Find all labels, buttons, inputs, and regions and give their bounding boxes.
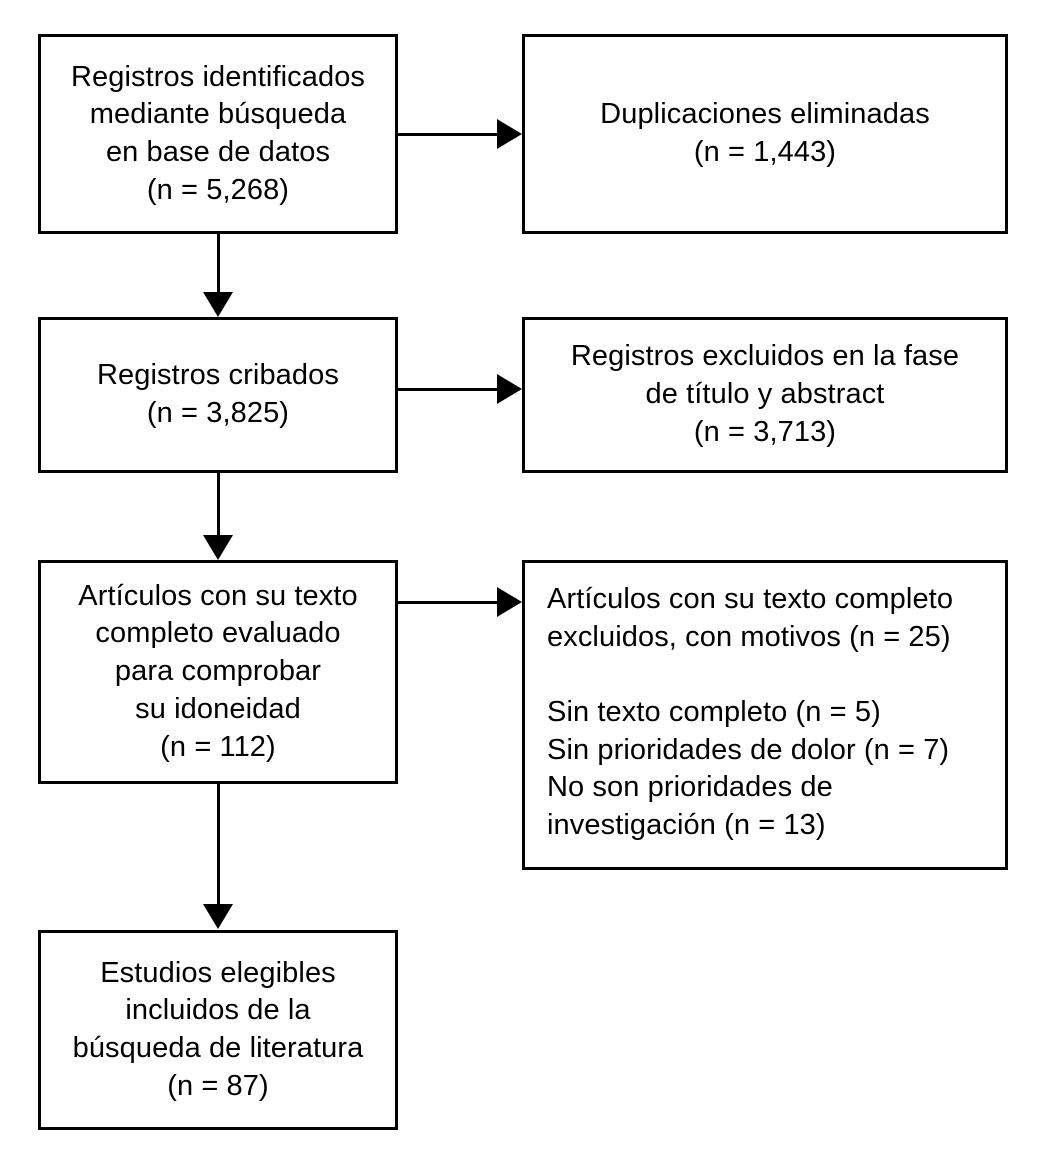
connector-line — [217, 234, 220, 294]
duplicates-removed-box: Duplicaciones eliminadas (n = 1,443) — [522, 34, 1008, 234]
records-excluded-title-abstract-text: Registros excluidos en la fase de título… — [570, 340, 960, 448]
arrowhead-down-icon — [203, 535, 233, 560]
connector-line — [398, 133, 500, 136]
fulltext-assessed-text: Artículos con su texto completo evaluado… — [78, 579, 358, 763]
records-excluded-title-abstract-box: Registros excluidos en la fase de título… — [522, 317, 1008, 473]
connector-line — [398, 601, 500, 604]
records-identified-text: Registros identificados mediante búsqued… — [70, 60, 366, 206]
arrowhead-right-icon — [497, 374, 522, 404]
records-screened-box: Registros cribados (n = 3,825) — [38, 317, 398, 473]
arrowhead-right-icon — [497, 587, 522, 617]
fulltext-excluded-reasons-text: Artículos con su texto completo excluido… — [547, 583, 954, 842]
connector-line — [398, 388, 500, 391]
studies-included-text: Estudios elegibles incluidos de la búsqu… — [72, 956, 364, 1102]
arrowhead-down-icon — [203, 904, 233, 929]
connector-line — [217, 784, 220, 906]
arrowhead-right-icon — [497, 119, 522, 149]
arrowhead-down-icon — [203, 292, 233, 317]
fulltext-excluded-reasons-box: Artículos con su texto completo excluido… — [522, 560, 1008, 870]
fulltext-assessed-box: Artículos con su texto completo evaluado… — [38, 560, 398, 784]
connector-line — [217, 473, 220, 535]
duplicates-removed-text: Duplicaciones eliminadas (n = 1,443) — [600, 98, 930, 168]
studies-included-box: Estudios elegibles incluidos de la búsqu… — [38, 930, 398, 1130]
records-screened-text: Registros cribados (n = 3,825) — [97, 359, 339, 429]
records-identified-box: Registros identificados mediante búsqued… — [38, 34, 398, 234]
